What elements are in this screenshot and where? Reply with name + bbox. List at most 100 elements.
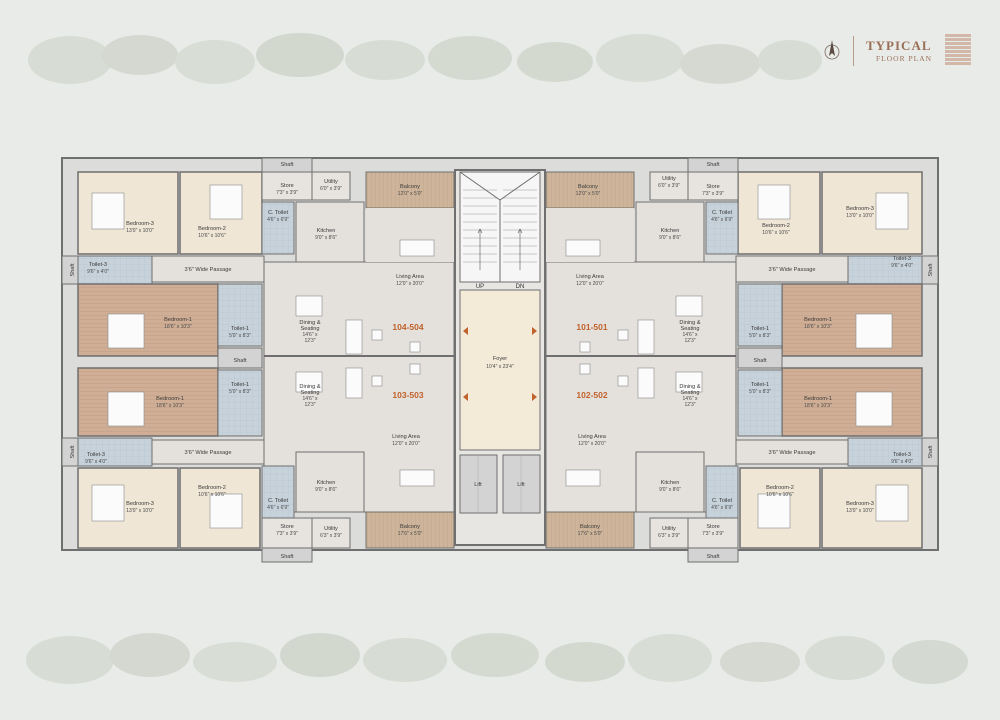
room-name: Toilet-1 [751, 382, 769, 388]
shaft-label: Shaft [706, 554, 720, 560]
bed-icon [209, 184, 243, 220]
bed-icon [855, 391, 893, 427]
room-dimension: 6'3" x 3'9" [658, 533, 680, 539]
room-dimension: 18'6" x 10'3" [804, 324, 832, 330]
sofa-icon [399, 469, 435, 487]
room-name: Bedroom-3 [126, 501, 154, 507]
room-name: Seating [681, 390, 700, 396]
armchair-icon [617, 329, 629, 341]
room-name: Living Area [392, 434, 421, 440]
passage-label: 3'6" Wide Passage [185, 450, 232, 456]
shaft-label: Shaft [280, 162, 294, 168]
passage-label: 3'6" Wide Passage [769, 267, 816, 273]
room-name: Toilet-1 [231, 326, 249, 332]
room-name: Seating [681, 326, 700, 332]
sofa-icon [637, 367, 655, 399]
plan-title: TYPICAL [866, 38, 932, 53]
room-dimension: 12'3" [304, 402, 315, 408]
room-dimension: 4'6" x 6'9" [267, 505, 289, 511]
room-name: Dining & [679, 320, 700, 326]
room-dimension: 12'0" x 20'0" [578, 441, 606, 447]
armchair-icon [371, 329, 383, 341]
armchair-icon [617, 375, 629, 387]
armchair-icon [579, 363, 591, 375]
tree-band-top [28, 33, 822, 84]
room-name: Bedroom-3 [126, 221, 154, 227]
room-dimension: 4'6" x 6'9" [267, 217, 289, 223]
room-name: Living Area [396, 274, 425, 280]
room-dimension: 17'6" x 5'0" [578, 531, 603, 537]
furniture [91, 184, 909, 529]
room-name: C. Toilet [712, 210, 733, 216]
sofa-icon [637, 319, 655, 355]
room-dimension: 5'0" x 8'3" [749, 389, 771, 395]
tree-band-bottom [26, 633, 968, 684]
room-name: Bedroom-1 [804, 396, 832, 402]
room-dimension: 17'6" x 5'0" [398, 531, 423, 537]
room-dimension: 14'6" x [303, 332, 318, 338]
room-dimension: 9'6" x 4'0" [891, 263, 913, 269]
sofa-icon [345, 319, 363, 355]
armchair-icon [409, 363, 421, 375]
shaft-label: Shaft [70, 445, 76, 459]
unit-label: 104-504 [392, 322, 423, 332]
room-dimension: 13'0" x 10'0" [846, 508, 874, 514]
room-name: Living Area [578, 434, 607, 440]
room-name: C. Toilet [268, 210, 289, 216]
shaft-label: Shaft [928, 445, 934, 459]
bed-icon [209, 493, 243, 529]
room-name: Store [706, 184, 719, 190]
room-name: Bedroom-1 [164, 317, 192, 323]
room-dimension: 18'6" x 10'3" [156, 403, 184, 409]
room-name: Bedroom-3 [846, 206, 874, 212]
room-name: Dining & [679, 384, 700, 390]
room-dimension: 12'3" [684, 402, 695, 408]
dining-table-icon [675, 371, 703, 393]
unit-label: 103-503 [392, 390, 423, 400]
room-name: Kitchen [317, 228, 336, 234]
room-dimension: 13'0" x 10'0" [126, 508, 154, 514]
room-dimension: 10'6" x 10'6" [198, 233, 226, 239]
room-dimension: 12'0" x 20'0" [396, 281, 424, 287]
room-name: Foyer [493, 356, 507, 362]
room-dimension: 4'6" x 6'9" [711, 505, 733, 511]
room-dimension: 9'0" x 8'6" [659, 235, 681, 241]
room-dimension: 9'6" x 4'0" [85, 459, 107, 465]
room-name: Bedroom-2 [762, 223, 790, 229]
bed-icon [757, 184, 791, 220]
room-name: C. Toilet [712, 498, 733, 504]
bed-icon [757, 493, 791, 529]
room-dimension: 7'3" x 3'9" [702, 191, 724, 197]
stair-down-label: DN [516, 284, 525, 290]
room-name: Bedroom-1 [804, 317, 832, 323]
sofa-icon [565, 239, 601, 257]
room-dimension: 9'0" x 8'6" [659, 487, 681, 493]
room-dimension: 10'6" x 10'6" [766, 492, 794, 498]
room-dimension: 7'3" x 3'9" [702, 531, 724, 537]
color-swatch [945, 34, 971, 66]
stair-up-label: UP [476, 284, 484, 290]
room-name: Balcony [578, 184, 598, 190]
shaft-label: Shaft [753, 358, 767, 364]
room-dimension: 13'0" x 10'0" [126, 228, 154, 234]
room-name: Dining & [299, 384, 320, 390]
room-dimension: 12'0" x 20'0" [576, 281, 604, 287]
bed-icon [855, 313, 893, 349]
room-name: Utility [324, 526, 338, 532]
plan-subtitle: FLOOR PLAN [876, 54, 933, 63]
room-dimension: 12'3" [684, 338, 695, 344]
room-dimension: 13'0" x 10'0" [846, 213, 874, 219]
bed-icon [875, 484, 909, 522]
room-name: Kitchen [661, 480, 680, 486]
room-dimension: 18'6" x 10'3" [164, 324, 192, 330]
room-name: Bedroom-1 [156, 396, 184, 402]
shaft-label: Shaft [928, 263, 934, 277]
room-name: Bedroom-2 [198, 485, 226, 491]
room-dimension: 9'6" x 4'0" [87, 269, 109, 275]
room-dimension: 10'6" x 10'6" [762, 230, 790, 236]
title-divider [853, 36, 854, 66]
room-name: Kitchen [317, 480, 336, 486]
room-name: Bedroom-3 [846, 501, 874, 507]
bed-icon [107, 313, 145, 349]
